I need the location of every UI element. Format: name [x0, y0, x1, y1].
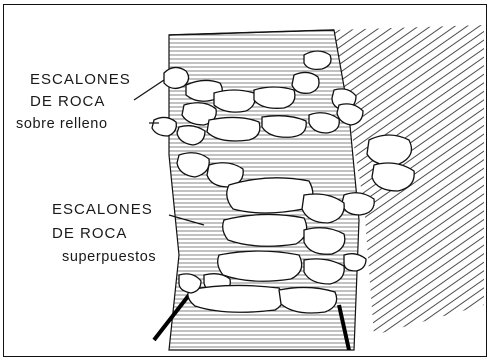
illustration-frame: ESCALONES DE ROCA sobre relleno ESCALONE… [3, 4, 487, 357]
label-bottom-line2: DE ROCA [52, 225, 127, 242]
label-top-line1: ESCALONES [30, 71, 131, 88]
rock-steps-drawing [4, 5, 488, 358]
label-top-line3: sobre relleno [16, 116, 108, 132]
label-top-line2: DE ROCA [30, 93, 105, 110]
label-bottom-line3: superpuestos [62, 249, 156, 265]
label-bottom-line1: ESCALONES [52, 201, 153, 218]
